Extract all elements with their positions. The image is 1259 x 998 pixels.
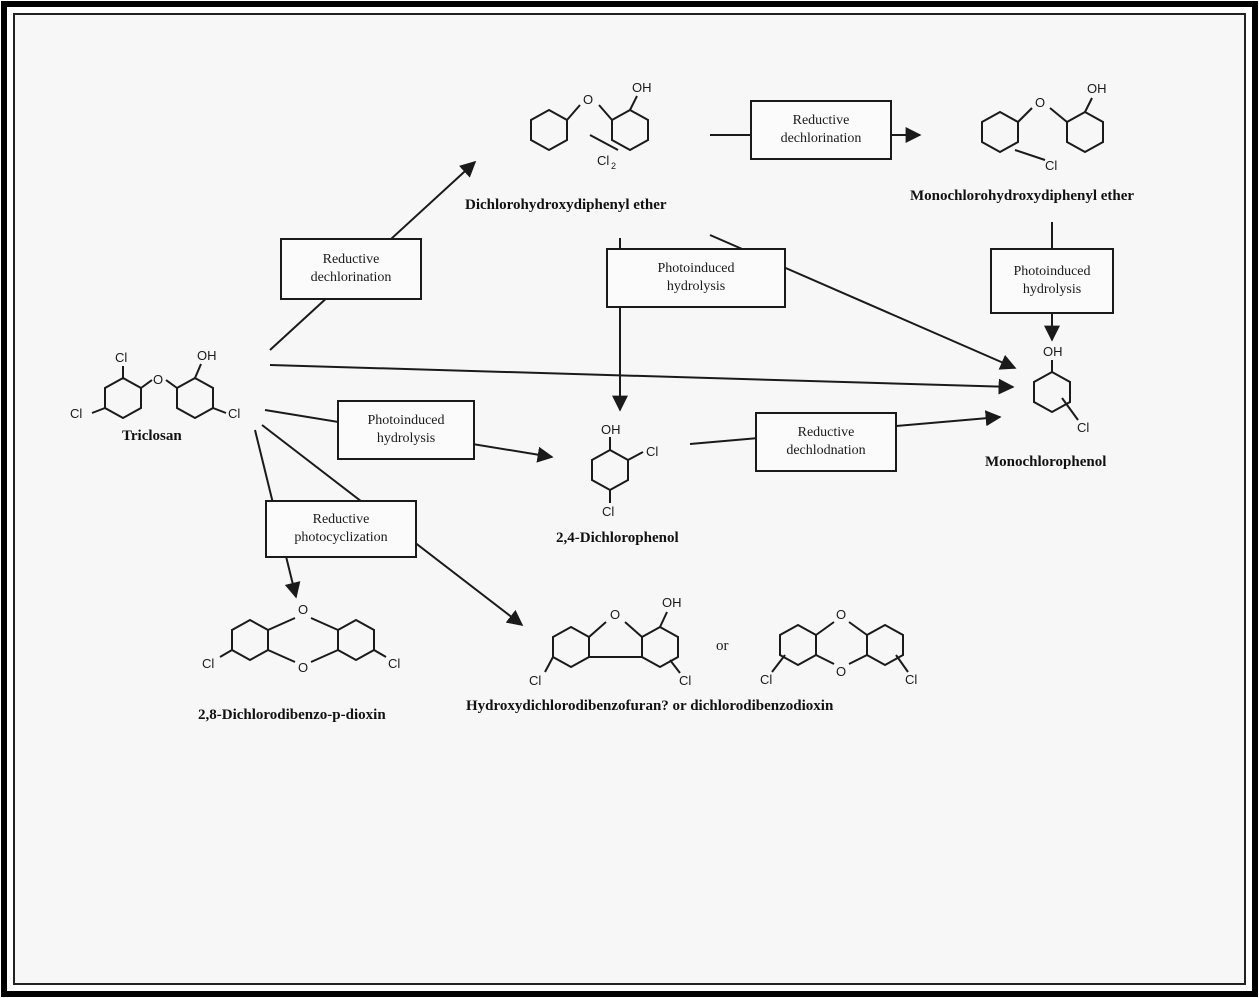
process-box-photoinduced-hydrolysis: Photoinduced hydrolysis <box>606 248 786 308</box>
dichlorohydroxydiphenyl-ether-structure <box>530 95 649 152</box>
atom-oh: OH <box>632 80 652 95</box>
atom-cl: Cl <box>388 656 400 671</box>
atom-cl: Cl <box>1045 158 1057 173</box>
process-line-2: dechlorination <box>780 131 862 146</box>
process-line-2: dechlodnation <box>786 443 866 458</box>
inner-frame <box>13 13 1246 985</box>
atom-cl: Cl <box>905 672 917 687</box>
process-line-2: hydrolysis <box>1022 282 1082 297</box>
process-box-reductive-dechlorination: Reductive dechlodnation <box>755 412 897 472</box>
triclosan-structure <box>91 363 227 420</box>
process-line-1: Reductive <box>792 113 850 128</box>
label-dichlorophenol: 2,4-Dichlorophenol <box>556 530 679 546</box>
process-line-2: photocyclization <box>294 530 388 545</box>
label-dichlorodibenzo-p-dioxin: 2,8-Dichlorodibenzo-p-dioxin <box>198 707 386 723</box>
atom-cl: Cl <box>228 406 240 421</box>
atom-cl: Cl <box>1077 420 1089 435</box>
process-line-2: hydrolysis <box>666 279 726 294</box>
atom-cl2-subscript: 2 <box>611 161 616 171</box>
process-line-2: hydrolysis <box>376 431 436 446</box>
process-line-1: Photoinduced <box>367 413 445 428</box>
atom-cl: Cl <box>602 504 614 519</box>
or-label: or <box>716 638 729 654</box>
atom-cl: Cl <box>202 656 214 671</box>
process-line-2: dechlorination <box>310 270 392 285</box>
atom-o: O <box>153 372 163 387</box>
label-monochlorophenol: Monochlorophenol <box>985 454 1107 470</box>
process-box-photoinduced-hydrolysis: Photoinduced hydrolysis <box>337 400 475 460</box>
label-triclosan: Triclosan <box>122 428 182 444</box>
atom-o: O <box>298 660 308 675</box>
process-box-reductive-dechlorination: Reductive dechlorination <box>280 238 422 300</box>
dibenzofuran-structure <box>544 611 681 674</box>
atom-cl: Cl <box>529 673 541 688</box>
process-box-reductive-photocyclization: Reductive photocyclization <box>265 500 417 558</box>
process-line-1: Reductive <box>797 425 855 440</box>
atom-oh: OH <box>197 348 217 363</box>
atom-labels: Cl OH O Cl Cl O OH Cl 2 O OH Cl OH Cl OH… <box>70 80 1107 688</box>
atom-cl: Cl <box>760 672 772 687</box>
process-line-1: Photoinduced <box>657 261 735 276</box>
atom-cl: Cl <box>70 406 82 421</box>
atom-cl: Cl <box>679 673 691 688</box>
monochlorophenol-structure <box>1033 360 1079 421</box>
dichlorophenol-structure <box>591 437 644 503</box>
process-line-1: Reductive <box>322 252 380 267</box>
atom-o: O <box>610 607 620 622</box>
monochlorohydroxydiphenyl-ether-structure <box>981 97 1104 161</box>
label-hydroxydichlorodibenzofuran: Hydroxydichlorodibenzofuran? or dichloro… <box>466 698 834 714</box>
label-monochlorohydroxydiphenyl-ether: Monochlorohydroxydiphenyl ether <box>910 188 1135 204</box>
arrow-triclosan-to-monochlorophenol <box>269 364 1015 395</box>
atom-oh: OH <box>1043 344 1063 359</box>
atom-o: O <box>836 607 846 622</box>
process-line-1: Photoinduced <box>1013 264 1091 279</box>
atom-oh: OH <box>662 595 682 610</box>
atom-cl: Cl <box>115 350 127 365</box>
atom-o: O <box>1035 95 1045 110</box>
process-box-photoinduced-hydrolysis: Photoinduced hydrolysis <box>990 248 1114 314</box>
dichlorodibenzodioxin-structure <box>771 621 909 673</box>
atom-o: O <box>583 92 593 107</box>
dioxin-structure <box>219 617 387 663</box>
atom-cl2: Cl <box>597 153 609 168</box>
atom-oh: OH <box>601 422 621 437</box>
atom-o: O <box>298 602 308 617</box>
label-dichlorohydroxydiphenyl-ether: Dichlorohydroxydiphenyl ether <box>465 197 667 213</box>
process-line-1: Reductive <box>312 512 370 527</box>
process-box-reductive-dechlorination: Reductive dechlorination <box>750 100 892 160</box>
atom-cl: Cl <box>646 444 658 459</box>
atom-oh: OH <box>1087 81 1107 96</box>
atom-o: O <box>836 664 846 679</box>
